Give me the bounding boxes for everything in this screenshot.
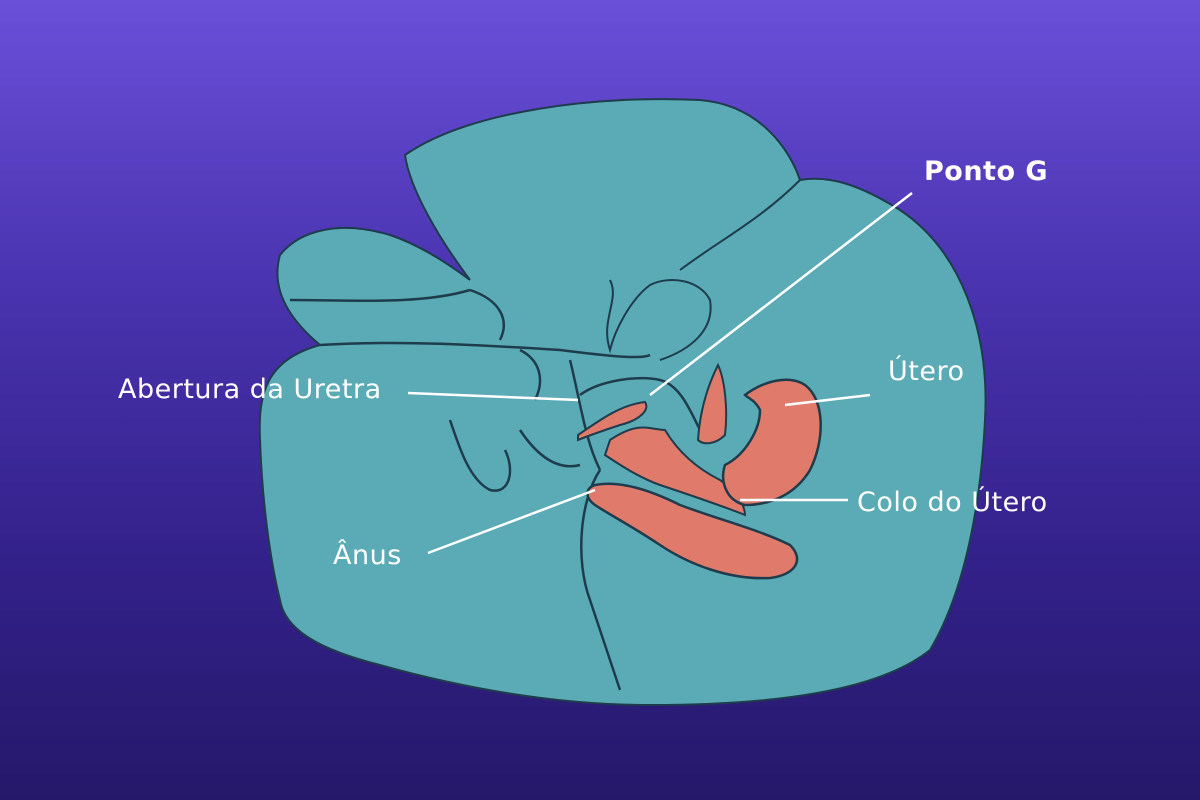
urethra-tube — [577, 400, 648, 442]
label-cervix: Colo do Útero — [857, 487, 1048, 518]
leader-uterus — [784, 393, 871, 407]
label-uterus: Útero — [888, 356, 965, 387]
thigh-outline — [568, 359, 702, 691]
leader-anus — [427, 488, 596, 555]
rectum — [586, 482, 799, 580]
hip-line — [679, 179, 801, 271]
label-anus: Ânus — [333, 540, 402, 571]
label-g-spot: Ponto G — [924, 156, 1049, 187]
leader-g-spot — [649, 192, 913, 396]
pubic-hair — [606, 279, 712, 361]
body-silhouette — [258, 98, 987, 707]
hand-outline — [289, 288, 651, 492]
bladder — [696, 362, 728, 445]
uterus — [721, 378, 822, 507]
leader-urethra — [407, 391, 579, 402]
label-urethra: Abertura da Uretra — [118, 374, 382, 405]
leader-lines — [407, 192, 913, 555]
